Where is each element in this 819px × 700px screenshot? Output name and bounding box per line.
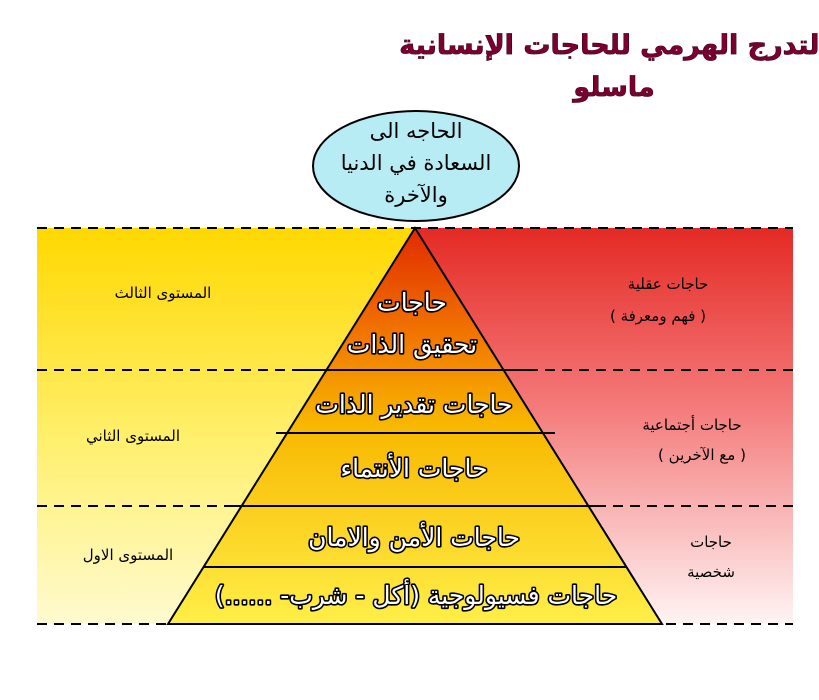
pyramid-layer-self-actualization: حاجات [377, 288, 447, 317]
need-category-personal-desc: شخصية [687, 563, 735, 581]
need-category-social: حاجات أجتماعية [642, 415, 741, 434]
level-label-third: المستوى الثالث [115, 284, 212, 302]
level-label-second: المستوى الثاني [86, 427, 180, 446]
ellipse-line-3: والآخرة [384, 183, 448, 207]
ellipse-line-2: السعادة في الدنيا [341, 151, 492, 175]
ellipse-line-1: الحاجه الى [370, 119, 463, 143]
pyramid-layer-self-actualization: تحقيق الذات [347, 330, 477, 359]
pyramid-layer-physiological: حاجات فسيولوجية (أكل - شرب- ......) [215, 578, 617, 610]
pyramid-layer-safety: حاجات الأمن والامان [308, 521, 520, 553]
happiness-ellipse [312, 110, 520, 222]
need-category-mental: حاجات عقلية [628, 275, 709, 293]
need-category-mental-desc: ( فهم ومعرفة ) [610, 307, 706, 325]
need-category-social-desc: ( مع الآخرين ) [658, 446, 746, 464]
title-line-2: ماسلو [571, 72, 654, 103]
level-label-first: المستوى الاول [83, 546, 173, 564]
title-line-1: التدرج الهرمي للحاجات الإنسانية [399, 30, 819, 61]
pyramid-layer-belonging: حاجات الأنتماء [340, 452, 487, 483]
need-category-personal: حاجات [690, 533, 732, 551]
pyramid-layer-esteem: حاجات تقدير الذات [315, 390, 512, 419]
